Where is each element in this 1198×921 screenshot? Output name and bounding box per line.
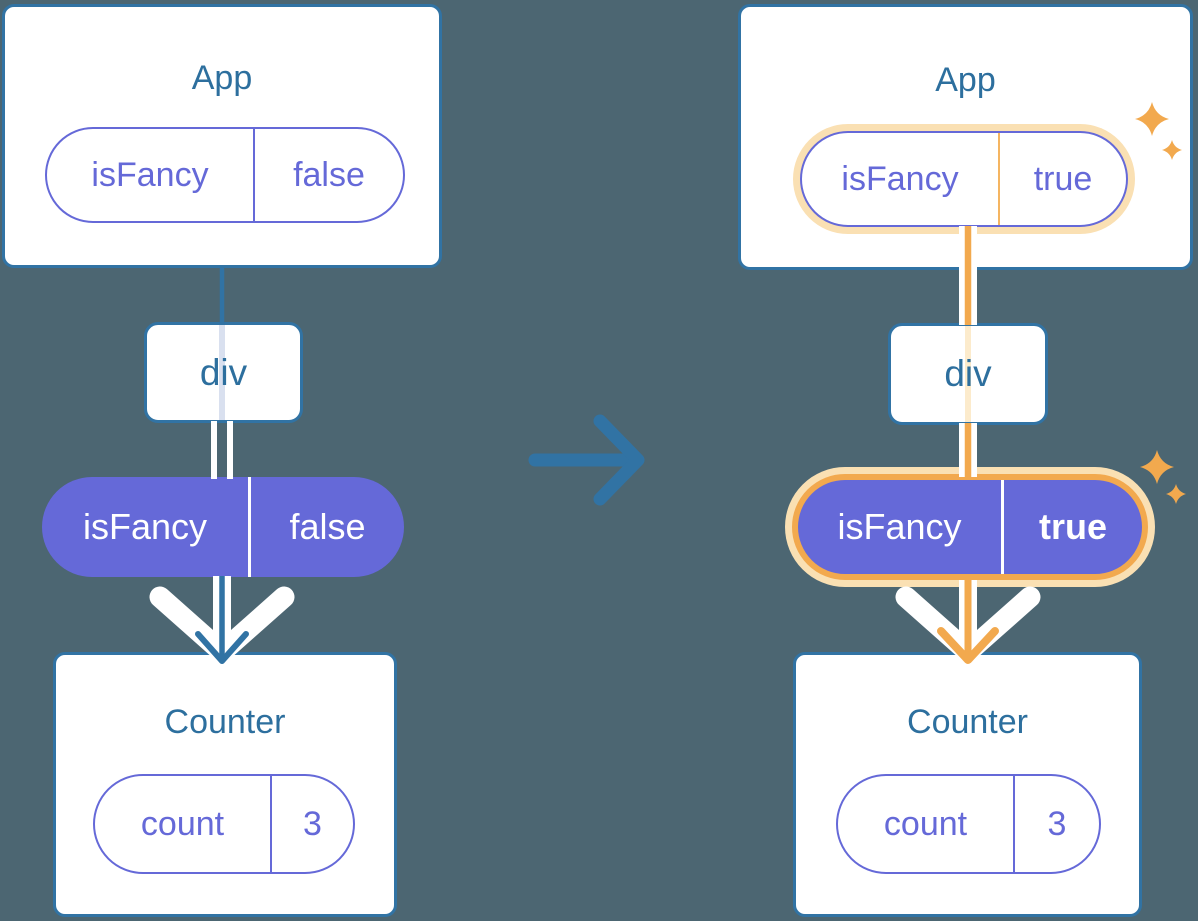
after-counter-state-name: count [838,776,1015,872]
after-prop-sparkle-icon [1140,450,1186,504]
before-passed-prop-pill: isFancy false [42,477,404,577]
after-counter-title: Counter [907,703,1028,741]
before-passed-prop-name: isFancy [42,477,251,577]
after-app-state-pill-highlighted: isFancy true [800,131,1128,227]
after-app-title: App [935,61,996,99]
before-app-card: App isFancy false [2,4,442,268]
after-pill-to-counter-arrow [895,580,1041,664]
before-counter-title: Counter [164,703,286,741]
before-counter-card: Counter count 3 [53,652,397,917]
after-counter-state-value: 3 [1047,804,1067,843]
before-app-state-name: isFancy [47,129,255,221]
after-app-state-name: isFancy [802,133,1000,225]
before-passed-prop-value: false [289,506,366,547]
after-div-prop-line [965,326,971,422]
after-app-card: App isFancy true [738,4,1193,270]
after-passed-prop-value: true [1038,506,1107,547]
before-app-state-pill: isFancy false [45,127,405,223]
before-app-title: App [191,59,253,97]
before-div-to-pill-line [211,421,233,479]
before-counter-state-pill: count 3 [93,774,355,874]
after-counter-card: Counter count 3 [793,652,1142,917]
before-div-label: div [199,351,248,393]
before-counter-state-value: 3 [303,804,322,843]
before-div-node: div [144,322,303,423]
before-div-prop-line [219,325,225,420]
after-app-state-value: true [1033,159,1093,198]
before-pill-to-counter-arrow [149,576,295,664]
before-counter-state-name: count [95,776,272,872]
after-counter-state-pill: count 3 [836,774,1101,874]
transition-arrow-icon [528,414,645,506]
after-passed-prop-pill-highlighted: isFancy true [792,474,1148,580]
after-div-label: div [944,353,992,394]
before-app-state-value: false [293,155,365,194]
after-div-node: div [888,323,1048,425]
after-passed-prop-name: isFancy [798,480,1004,574]
